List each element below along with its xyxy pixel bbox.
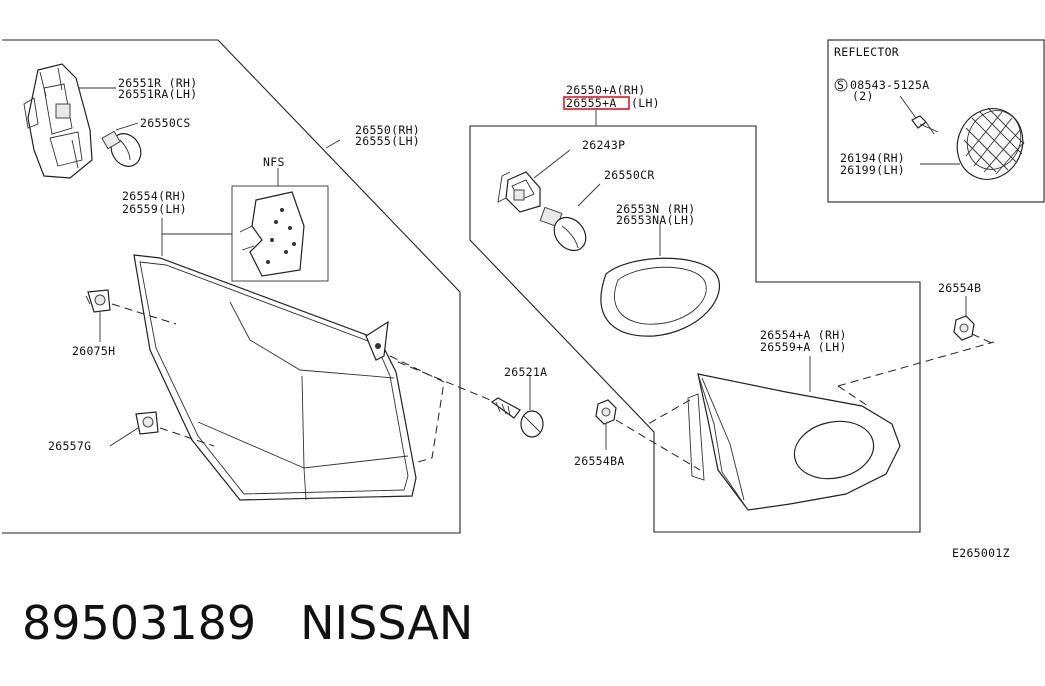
outer-lens bbox=[133, 254, 417, 501]
label-combo-lh: 26555(LH) bbox=[355, 134, 420, 148]
diagram-code: E265001Z bbox=[952, 546, 1010, 560]
label-clip-h: 26075H bbox=[72, 344, 115, 358]
highlight-26555a bbox=[563, 96, 630, 110]
label-clip-g: 26557G bbox=[48, 439, 91, 453]
label-nut-ba: 26554BA bbox=[574, 454, 625, 468]
clip-26075h bbox=[85, 289, 111, 313]
label-nut-b: 26554B bbox=[938, 281, 981, 295]
label-body-lh: 26559(LH) bbox=[122, 202, 187, 216]
nut-26554b bbox=[953, 315, 975, 341]
bolt-26521a bbox=[490, 397, 544, 438]
label-inner-body-lh: 26559+A (LH) bbox=[760, 340, 847, 354]
lamp-socket-assembly bbox=[23, 63, 93, 179]
outer-lamp-panel-frame bbox=[2, 39, 461, 534]
label-nfs: NFS bbox=[263, 155, 285, 169]
label-combo-rh: 26550(RH) bbox=[355, 123, 420, 137]
brand-name: NISSAN bbox=[300, 596, 474, 650]
nut-26554ba bbox=[595, 399, 617, 425]
label-socket-p: 26243P bbox=[582, 138, 625, 152]
bulb-cs bbox=[101, 130, 142, 167]
label-bolt-a: 26521A bbox=[504, 365, 547, 379]
footer-caption: 89503189 NISSAN bbox=[22, 596, 473, 650]
screw-symbol: S bbox=[837, 78, 844, 92]
nfs-inset bbox=[231, 168, 329, 282]
label-lamp-socket-lh: 26551RA(LH) bbox=[118, 87, 197, 101]
label-reflector-lh: 26199(LH) bbox=[840, 163, 905, 177]
reflector-title: REFLECTOR bbox=[834, 45, 899, 59]
reflector-lens bbox=[956, 107, 1025, 180]
screw-symbol-circle bbox=[834, 78, 848, 92]
inner-lamp-panel-frame bbox=[469, 125, 921, 533]
part-number: 89503189 bbox=[22, 596, 257, 650]
label-gasket-lh: 26553NA(LH) bbox=[616, 213, 695, 227]
socket-26243p bbox=[497, 171, 541, 213]
label-bulb-cr: 26550CR bbox=[604, 168, 655, 182]
reflector-box-frame bbox=[827, 39, 1045, 203]
label-inner-lh-suffix: (LH) bbox=[631, 96, 660, 110]
label-bulb-cs: 26550CS bbox=[140, 116, 191, 130]
gasket bbox=[600, 257, 721, 337]
reflector-screw bbox=[911, 115, 939, 135]
clip-26557g bbox=[135, 411, 159, 435]
label-gasket-rh: 26553N (RH) bbox=[616, 202, 695, 216]
label-lamp-socket-rh: 26551R (RH) bbox=[118, 76, 197, 90]
label-reflector-rh: 26194(RH) bbox=[840, 151, 905, 165]
label-screw-qty: (2) bbox=[852, 89, 874, 103]
label-inner-body-rh: 26554+A (RH) bbox=[760, 328, 847, 342]
label-screw-part: 08543-5125A bbox=[850, 78, 929, 92]
label-body-rh: 26554(RH) bbox=[122, 189, 187, 203]
label-inner-lh-marked: 26555+A bbox=[566, 96, 617, 110]
inner-lamp-body bbox=[687, 373, 901, 511]
label-inner-rh: 26550+A(RH) bbox=[566, 83, 645, 97]
bulb-cr bbox=[539, 206, 587, 252]
